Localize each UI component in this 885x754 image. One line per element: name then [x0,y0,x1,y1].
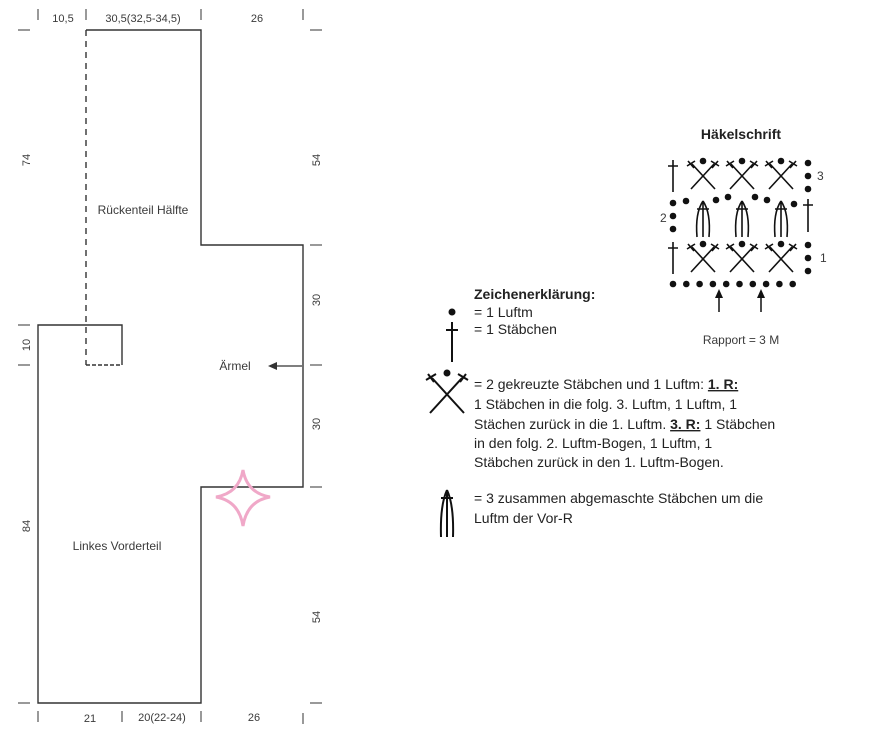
dim-top-3: 26 [251,13,263,25]
chain-dot-icon [699,240,707,248]
chain-dot-icon [669,280,677,288]
chain-dot-icon [712,196,720,204]
chain-dot-icon [749,280,757,288]
chain-dot-icon [683,280,690,288]
chain-dot-icon [448,308,456,316]
dim-left-2: 10 [21,339,33,351]
chart-symbols [668,157,813,288]
chain-dot-icon [751,193,759,201]
legend-cluster-line-2: Luftm der Vor-R [474,510,573,526]
chain-dot-icon [804,241,812,249]
chain-dot-icon [762,280,770,288]
cluster-stitch-icon [439,489,455,538]
chain-dot-icon [789,280,796,288]
repeat-arrow-icon [757,289,765,312]
crossed-stitch-icon [686,160,720,190]
chain-dot-icon [804,185,812,193]
legend-chain: = 1 Luftm [474,304,533,320]
cluster-stitch-icon [734,200,750,238]
legend-crossed-line-4: in den folg. 2. Luftm-Bogen, 1 Luftm, 1 [474,435,712,451]
crossed-stitch-icon [725,160,759,190]
repeat-label: Rapport = 3 M [703,333,779,347]
dim-bottom-2: 20(22-24) [138,712,186,724]
legend-dc: = 1 Stäbchen [474,321,557,337]
legend: Zeichenerklärung: = 1 Luftm = 1 Stäbchen… [425,286,775,538]
row-label-2: 2 [660,211,667,225]
legend-crossed-line-1: = 2 gekreuzte Stäbchen und 1 Luftm: 1. R… [474,376,738,392]
chain-dot-icon [804,267,812,275]
repeat-arrow-icon [715,289,723,312]
chain-dot-icon [776,280,783,288]
chart-title: Häkelschrift [701,126,781,142]
arrow-left-icon [268,362,302,370]
chain-dot-icon [669,225,677,233]
dim-right-1: 54 [311,154,323,166]
crossed-stitch-icon [725,243,759,273]
dim-right-3: 30 [311,418,323,430]
double-crochet-icon [446,322,458,362]
front-label: Linkes Vorderteil [73,539,162,553]
crossed-stitch-icon [764,160,798,190]
chain-dot-icon [736,280,743,288]
dimension-ticks [18,9,322,724]
sparkle-star-icon [215,469,271,527]
chain-dot-icon [777,157,785,165]
chain-dot-icon [738,157,746,165]
dim-right-2: 30 [311,294,323,306]
double-crochet-icon [668,242,678,274]
dim-right-4: 54 [311,611,323,623]
crochet-chart: Häkelschrift 1 2 3 Rapport = 3 M [660,126,827,347]
legend-crossed-line-5: Stäbchen zurück in den 1. Luftm-Bogen. [474,454,724,470]
crossed-stitch-icon [425,369,469,414]
crossed-stitch-icon [764,243,798,273]
chain-dot-icon [669,212,677,220]
chain-dot-icon [763,196,771,204]
double-crochet-icon [803,199,813,232]
chain-dot-icon [709,280,717,288]
dim-top-1: 10,5 [52,13,73,25]
chain-dot-icon [682,197,690,205]
legend-cluster-line-1: = 3 zusammen abgemaschte Stäbchen um die [474,490,763,506]
double-crochet-icon [668,160,678,192]
chain-dot-icon [790,200,798,208]
dim-bottom-3: 26 [248,712,260,724]
chain-dot-icon [696,280,703,288]
chain-dot-icon [669,199,677,207]
row-label-1: 1 [820,251,827,265]
dim-left-3: 84 [21,520,33,532]
garment-schematic: 10,5 30,5(32,5-34,5) 26 21 20(22-24) 26 … [18,9,323,725]
chain-dot-icon [804,172,812,180]
dim-bottom-1: 21 [84,713,96,725]
cluster-stitch-icon [695,200,711,238]
legend-title: Zeichenerklärung: [474,286,595,302]
legend-crossed-line-2: 1 Stäbchen in die folg. 3. Luftm, 1 Luft… [474,396,737,412]
chain-dot-icon [804,254,812,262]
row-label-3: 3 [817,169,824,183]
dim-top-2: 30,5(32,5-34,5) [105,13,180,25]
cluster-stitch-icon [773,200,789,238]
legend-crossed-line-3: Stächen zurück in die 1. Luftm. 3. R: 1 … [474,416,775,432]
dim-left-1: 74 [21,154,33,166]
chain-dot-icon [804,159,812,167]
chain-dot-icon [699,157,707,165]
back-outline [37,29,304,704]
chain-dot-icon [724,193,732,201]
sleeve-label: Ärmel [219,359,250,373]
back-label: Rückenteil Hälfte [98,203,189,217]
chain-dot-icon [722,280,730,288]
chain-dot-icon [738,240,746,248]
crossed-stitch-icon [686,243,720,273]
chain-dot-icon [777,240,785,248]
